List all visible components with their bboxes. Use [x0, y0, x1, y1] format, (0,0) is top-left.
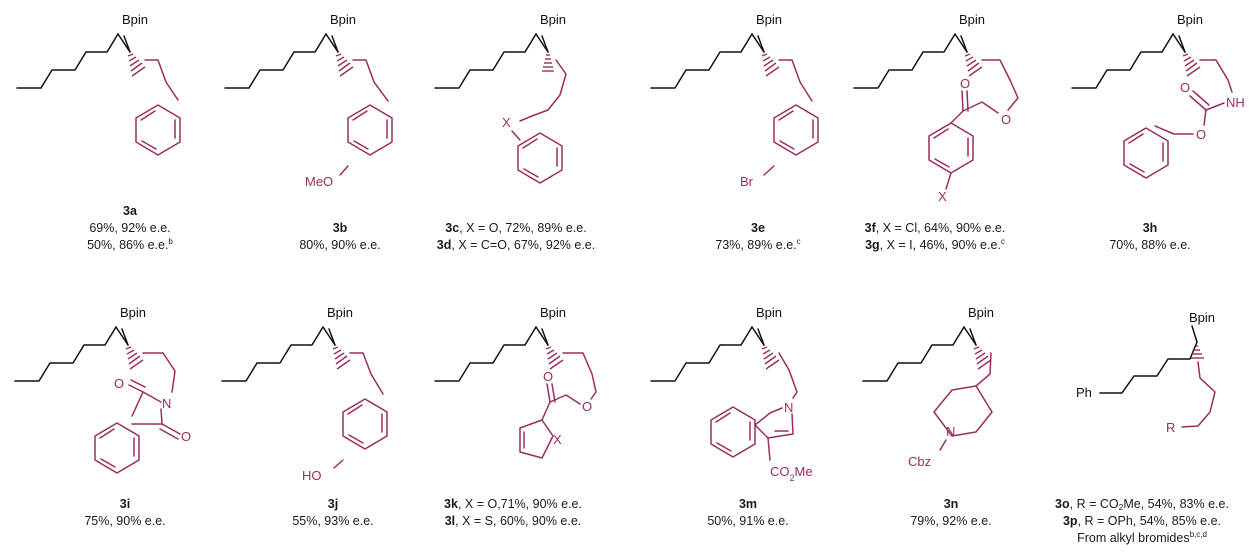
- caption-3o-3p: 3o, R = CO2Me, 54%, 83% e.e. 3p, R = OPh…: [1029, 496, 1255, 547]
- x-linker-label: X: [502, 115, 511, 130]
- bpin-label: Bpin: [540, 305, 566, 320]
- bpin-label: Bpin: [122, 12, 148, 27]
- bpin-label: Bpin: [1189, 310, 1215, 325]
- caption-3e: 3e 73%, 89% e.e.c: [653, 220, 863, 254]
- ether-oxygen-label: O: [1196, 127, 1206, 142]
- structure-3h: Bpin NH O O: [1071, 12, 1245, 179]
- imide-n-label: N: [162, 396, 171, 411]
- bpin-label: Bpin: [1177, 12, 1203, 27]
- structure-3k-3l: Bpin O O X: [434, 305, 597, 459]
- caption-3h: 3h 70%, 88% e.e.: [1045, 220, 1255, 254]
- yield-ee-line: , R = CO: [1069, 497, 1119, 511]
- caption-3n: 3n 79%, 92% e.e.: [846, 496, 1056, 530]
- bpin-label: Bpin: [959, 12, 985, 27]
- caption-3c-3d: 3c, X = O, 72%, 89% e.e. 3d, X = C=O, 67…: [411, 220, 621, 254]
- yield-ee-line: , X = S, 60%, 90% e.e.: [455, 514, 582, 528]
- compound-id: 3n: [943, 497, 959, 511]
- compound-id: 3i: [119, 497, 131, 511]
- yield-ee-line: , X = C=O, 67%, 92% e.e.: [451, 238, 596, 252]
- indole-n-label: N: [784, 400, 793, 415]
- footnote-marker: c: [1000, 237, 1005, 246]
- yield-ee-line: 79%, 92% e.e.: [910, 514, 992, 528]
- bpin-label: Bpin: [540, 12, 566, 27]
- methoxy-label: MeO: [305, 174, 333, 189]
- footnote-marker: c: [796, 237, 801, 246]
- carbonyl-oxygen-label: O: [114, 376, 124, 391]
- structure-3m: Bpin N CO2Me: [650, 305, 813, 483]
- caption-3k-3l: 3k, X = O,71%, 90% e.e. 3l, X = S, 60%, …: [408, 496, 618, 530]
- bromo-label: Br: [740, 174, 754, 189]
- bpin-label: Bpin: [120, 305, 146, 320]
- carbonyl-oxygen-label: O: [1180, 80, 1190, 95]
- x-heteroatom-label: X: [553, 432, 562, 447]
- caption-3a: 3a 69%, 92% e.e. 50%, 86% e.e.b: [25, 203, 235, 254]
- structure-3o-3p: Ph Bpin R: [1076, 310, 1216, 435]
- compound-id: 3e: [751, 221, 765, 235]
- ester-oxygen-label: O: [582, 399, 592, 414]
- x-substituent-label: X: [938, 189, 947, 204]
- yield-ee-line: 69%, 92% e.e.: [89, 221, 171, 235]
- cbz-label: Cbz: [908, 454, 931, 469]
- yield-ee-line: , X = Cl, 64%, 90% e.e.: [875, 221, 1006, 235]
- bpin-label: Bpin: [756, 12, 782, 27]
- yield-ee-line: , X = I, 46%, 90% e.e.: [879, 238, 1001, 252]
- carbonyl-oxygen-label: O: [543, 369, 553, 384]
- yield-ee-line: , R = OPh, 54%, 85% e.e.: [1077, 514, 1222, 528]
- r-group-label: R: [1166, 420, 1175, 435]
- yield-ee-line: 80%, 90% e.e.: [299, 238, 381, 252]
- compound-id: 3j: [327, 497, 339, 511]
- yield-ee-line: , X = O,71%, 90% e.e.: [457, 497, 582, 511]
- ester-oxygen-label: O: [1001, 112, 1011, 127]
- phenyl-label: Ph: [1076, 385, 1092, 400]
- structure-3f-3g: Bpin O O X: [853, 12, 1019, 204]
- yield-ee-line: 55%, 93% e.e.: [292, 514, 374, 528]
- compound-id: 3l: [444, 514, 456, 528]
- footnote-marker: b,c,d: [1189, 530, 1207, 539]
- compound-id: 3o: [1055, 497, 1070, 511]
- structure-3a: Bpin: [16, 12, 181, 156]
- yield-ee-line: Me, 54%, 83% e.e.: [1123, 497, 1229, 511]
- compound-id: 3b: [332, 221, 348, 235]
- hydroxy-label: HO: [302, 468, 322, 483]
- piperidine-n-label: N: [946, 424, 955, 439]
- bpin-label: Bpin: [327, 305, 353, 320]
- compound-id: 3m: [738, 497, 758, 511]
- structure-3j: Bpin HO: [221, 305, 388, 483]
- caption-3f-3g: 3f, X = Cl, 64%, 90% e.e. 3g, X = I, 46%…: [830, 220, 1040, 254]
- compound-id: 3h: [1142, 221, 1158, 235]
- structure-3e: Bpin Br: [650, 12, 819, 189]
- compound-id: 3a: [123, 204, 137, 218]
- caption-3b: 3b 80%, 90% e.e.: [235, 220, 445, 254]
- nh-label: NH: [1226, 95, 1245, 110]
- yield-ee-line: 70%, 88% e.e.: [1109, 238, 1191, 252]
- bpin-label: Bpin: [968, 305, 994, 320]
- compound-id: 3k: [444, 497, 458, 511]
- bpin-label: Bpin: [756, 305, 782, 320]
- compound-id: 3p: [1062, 514, 1078, 528]
- structure-3c-3d: Bpin X: [434, 12, 567, 184]
- caption-3m: 3m 50%, 91% e.e.: [643, 496, 853, 530]
- yield-ee-line: 73%, 89% e.e.: [715, 238, 797, 252]
- structure-3i: Bpin N O O: [14, 305, 191, 474]
- compound-id: 3f: [864, 221, 876, 235]
- compound-id: 3c: [445, 221, 460, 235]
- footnote-text: From alkyl bromides: [1077, 531, 1190, 545]
- subscript: 2: [1118, 502, 1124, 512]
- compound-id: 3g: [865, 238, 880, 252]
- footnote-marker: b: [168, 237, 173, 246]
- caption-3j: 3j 55%, 93% e.e.: [228, 496, 438, 530]
- carbonyl-oxygen-label: O: [181, 429, 191, 444]
- structure-3n: Bpin N Cbz: [862, 305, 994, 469]
- ester-label: CO2Me: [770, 464, 813, 483]
- bpin-label: Bpin: [330, 12, 356, 27]
- yield-ee-line: 75%, 90% e.e.: [84, 514, 166, 528]
- compound-id: 3d: [436, 238, 452, 252]
- yield-ee-line: , X = O, 72%, 89% e.e.: [459, 221, 587, 235]
- yield-ee-line: 50%, 91% e.e.: [707, 514, 789, 528]
- carbonyl-oxygen-label: O: [960, 76, 970, 91]
- structure-3b: Bpin MeO: [224, 12, 393, 189]
- yield-ee-line: 50%, 86% e.e.: [87, 238, 169, 252]
- caption-3i: 3i 75%, 90% e.e.: [20, 496, 230, 530]
